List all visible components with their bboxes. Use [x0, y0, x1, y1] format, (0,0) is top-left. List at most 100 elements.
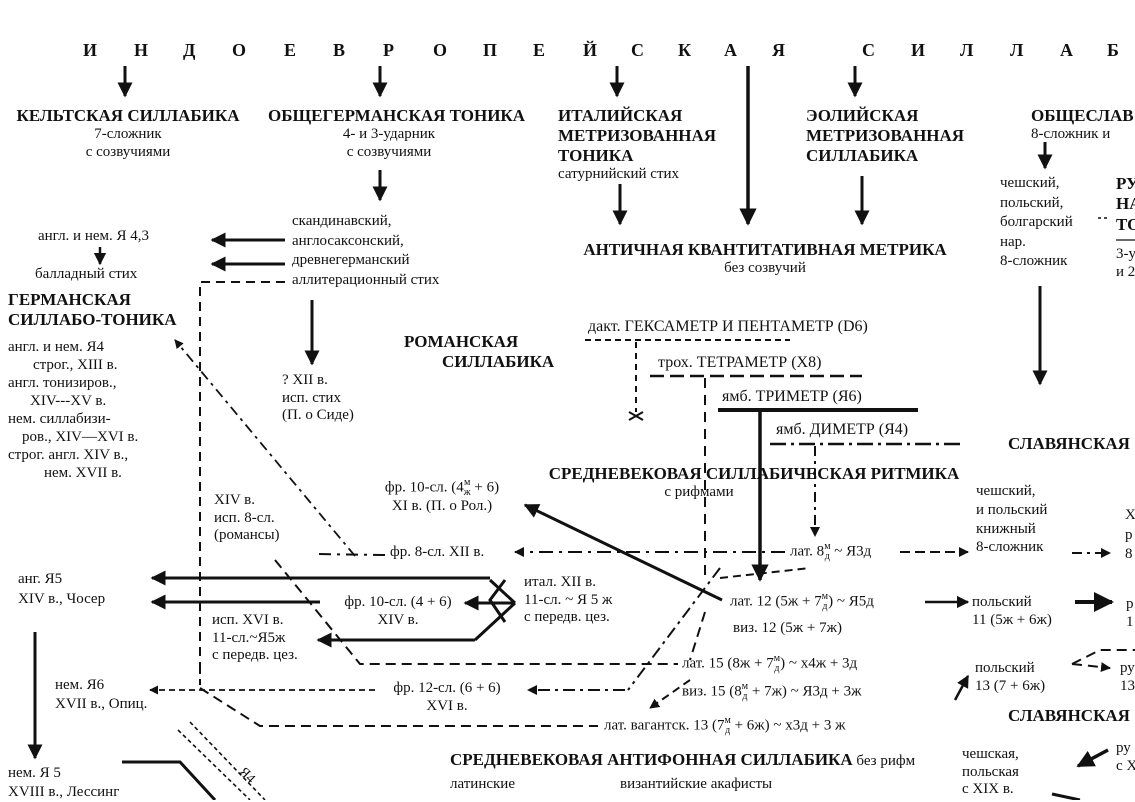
dashdot-fr12 [627, 567, 721, 691]
dash-pol13-right [1071, 649, 1135, 665]
polish-13-node: польский 13 (7 + 6ж) [975, 660, 1045, 695]
node-line: чешский, [1000, 175, 1060, 191]
header-letter: Б [1107, 40, 1119, 60]
node-line: с рифмами [664, 484, 734, 501]
node-line: и 2 [1116, 264, 1135, 281]
slavic-label-3: СЛАВЯНСКАЯ [1008, 706, 1130, 725]
node-line: болгарский [1000, 214, 1073, 230]
right-edge-fragment: Х р 8 [1125, 506, 1135, 565]
node-line: нем. Я6 [55, 677, 105, 693]
ya4-line2 [189, 721, 266, 800]
superscript: м [724, 715, 731, 726]
node-line: 8-сложник [1000, 253, 1068, 269]
french-8-syllable: фр. 8-сл. XII в. [390, 544, 485, 560]
dash-vagant [199, 687, 598, 727]
node-line: 8-сложник и [1031, 126, 1111, 143]
arrow-pol13 [953, 674, 970, 701]
node-line: XIV в., Чосер [18, 590, 106, 607]
subscript: ж [463, 487, 471, 498]
list-item: нем. XVII в. [44, 465, 122, 481]
header-letter: В [333, 40, 346, 60]
node-line: XIV в. [377, 611, 419, 628]
node-line: с созвучиями [346, 143, 432, 160]
node-line: XVII в., Опиц. [55, 695, 148, 712]
header-letter: С [862, 40, 875, 60]
node-line: книжный [976, 520, 1036, 537]
node-line: польская [962, 763, 1019, 780]
node-line: ) ~ х4ж + 3д [780, 655, 858, 672]
header-letter: Е [533, 40, 546, 60]
heavy-bracket [488, 579, 507, 623]
node-line: с передв. цез. [524, 609, 610, 626]
node-line: итал. XII в. [524, 574, 596, 590]
node-line: ~ Я3д [830, 543, 872, 560]
node-line: исп. стих [282, 389, 341, 406]
node-title: РОМАНСКАЯ [404, 332, 519, 351]
header-letter: О [232, 40, 247, 60]
node-line: исп. XVI в. [212, 612, 284, 628]
node-line: 8-сложник [976, 539, 1044, 556]
node-line: анг. Я5 [18, 571, 63, 587]
node-line: 13 (7 + 6ж) [975, 677, 1046, 694]
header-letter: И [83, 40, 98, 60]
node-line: фр. 10-сл. (4 + 6) [344, 594, 452, 610]
header-letter: А [1060, 40, 1073, 60]
french-12-syllable-node: фр. 12-сл. (6 + 6) XVI в. [372, 680, 522, 715]
list-item: англ. тонизиров., [8, 375, 117, 391]
dash-lat-short [719, 567, 811, 579]
node-title: СИЛЛАБИКА [806, 146, 919, 166]
subscript: д [822, 601, 828, 612]
node-title: МЕТРИЗОВАННАЯ [558, 126, 717, 146]
superscript: м [824, 541, 831, 552]
dash-span14 [274, 559, 678, 665]
node-line: фр. 10-сл. (4 [384, 479, 464, 496]
subscript: д [824, 551, 830, 562]
superscript: м [773, 653, 781, 664]
node-title: СРЕДНЕВЕКОВАЯ СИЛЛАБИЧЕСКАЯ РИТМИКА [548, 464, 960, 483]
medieval-syllabic-rhythmics-node: СРЕДНЕВЕКОВАЯ СИЛЛАБИЧЕСКАЯ РИТМИКА с ри… [548, 464, 960, 502]
node-line: (романсы) [214, 527, 280, 544]
arrow-lat12-fr10 [523, 503, 723, 602]
right-edge-fragment: ру с Х [1116, 740, 1135, 775]
node-title: ИТАЛИЙСКАЯ [558, 106, 683, 125]
node-line: скандинавский, [292, 213, 392, 229]
common-slavic-node: ОБЩЕСЛАВ 8-сложник и [1031, 106, 1134, 144]
node-line: нем. Я 5 [8, 765, 61, 781]
latin-label: латинские [450, 776, 515, 792]
czech-book-node: чешский, и польский книжный 8-сложник [976, 482, 1047, 557]
node-line: исп. 8-сл. [214, 509, 275, 526]
node-line: 1 [1126, 613, 1134, 630]
node-title: СИЛЛАБО-ТОНИКА [8, 310, 177, 330]
dimeter-label: ямб. ДИМЕТР (Я4) [776, 421, 909, 438]
header-letter: А [724, 40, 737, 60]
fr8-left [314, 553, 386, 556]
header-letter: К [678, 40, 692, 60]
czech-folk-node: чешский, польский, болгарский нар. 8-сло… [1000, 174, 1073, 272]
node-title: ТО [1116, 214, 1135, 234]
header-letter: Л [1010, 40, 1024, 60]
arrow-ru-czech [1076, 748, 1109, 768]
node-title: РУ [1116, 174, 1135, 193]
node-line: 8 [1125, 546, 1133, 562]
node-line: лат. 15 (8ж + 7 [682, 655, 774, 672]
node-line: ру [1120, 660, 1135, 676]
node-line: виз. 15 (8 [682, 683, 742, 700]
dashed-left-vertical [199, 281, 285, 668]
node-line: лат. вагантск. 13 (7 [604, 717, 725, 734]
subscript: д [742, 691, 748, 702]
node-line: чешский, [976, 483, 1036, 499]
header-letter: Й [583, 40, 598, 60]
cross-icon [628, 411, 644, 421]
node-title: ОБЩЕСЛАВ [1031, 106, 1134, 125]
node-title: ОБЩЕГЕРМАНСКАЯ ТОНИКА [268, 106, 526, 125]
node-line: ) ~ Я5д [828, 593, 874, 610]
node-line: англосаксонский, [292, 232, 404, 249]
germanic-list: англ. и нем. Я4 строг., XIII в. англ. то… [8, 338, 138, 482]
list-item: строг. англ. XIV в., [8, 447, 129, 463]
